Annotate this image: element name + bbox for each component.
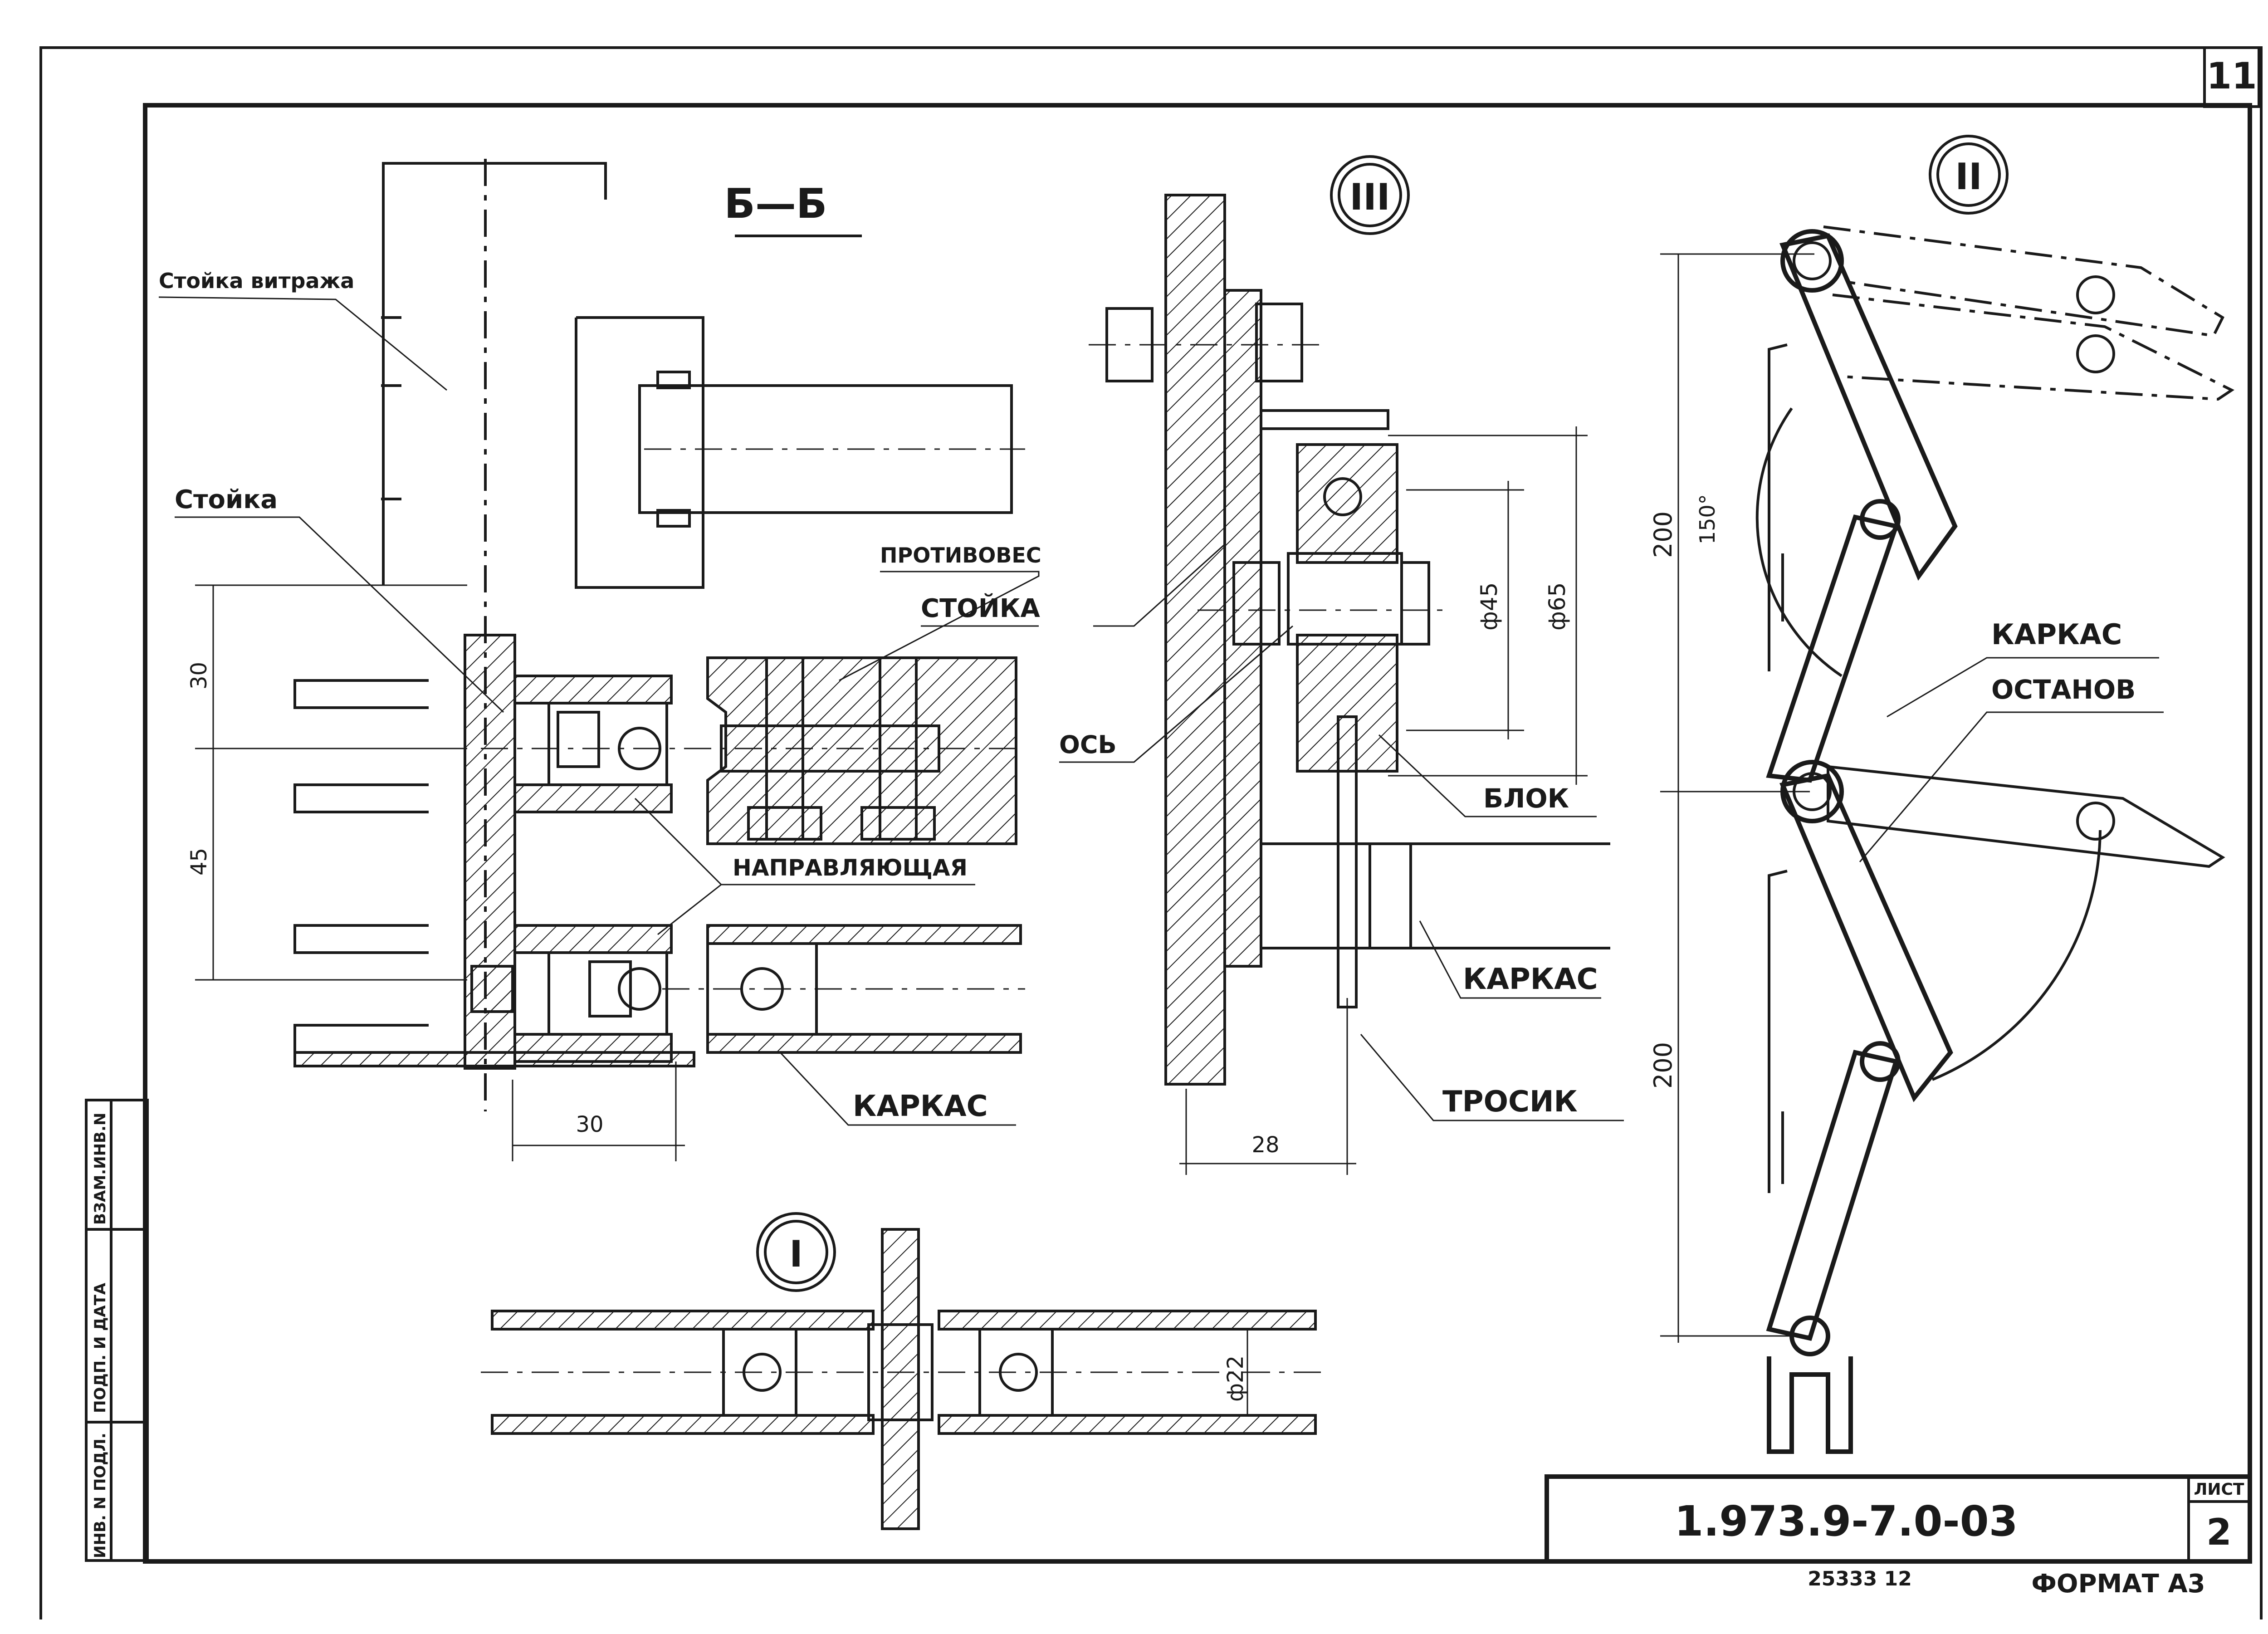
- label-protivoves: ПРОТИВОВЕС: [880, 543, 1041, 567]
- view-i-marker: I: [789, 1233, 803, 1275]
- view-iii-marker-outer: [1330, 155, 1410, 235]
- dim-angle-150: 150°: [1695, 494, 1720, 544]
- stamp-code: 1.973.9-7.0-03: [1674, 1497, 2018, 1546]
- bb-dim-30-vertical: 30: [186, 662, 212, 690]
- view-ii: [1660, 135, 2234, 1454]
- dim-28: 28: [1251, 1132, 1279, 1158]
- label-stoika-right: СТОЙКА: [921, 593, 1041, 623]
- label-karkas-ii: КАРКАС: [1991, 618, 2122, 651]
- bb-dim-30-horizontal: 30: [576, 1112, 603, 1137]
- label-ostanov: ОСТАНОВ: [1991, 674, 2136, 705]
- stamp-vzam-inv: ВЗАМ.ИНВ.N: [91, 1113, 109, 1225]
- view-ii-marker-outer: [1929, 135, 2009, 215]
- view-i-marker-outer: [756, 1212, 836, 1292]
- label-stoika-left: Стойка: [175, 485, 278, 514]
- sheet-label: ЛИСТ: [2194, 1480, 2244, 1499]
- sheet-number: 2: [2206, 1511, 2232, 1553]
- label-trosik: ТРОСИК: [1442, 1085, 1578, 1119]
- view-iii-marker: III: [1349, 176, 1390, 218]
- view-iii: [1089, 155, 1610, 1175]
- stamp-podp-data: ПОДП. И ДАТА: [91, 1282, 109, 1413]
- label-blok: БЛОК: [1483, 783, 1569, 814]
- corner-number: 11: [2206, 55, 2257, 97]
- label-stoika-vitrazha: Стойка витража: [159, 269, 354, 293]
- view-bb-title: Б—Б: [724, 180, 827, 228]
- view-i: [481, 1212, 1325, 1530]
- bottom-code: 25333 12: [1808, 1567, 1912, 1590]
- view-bb: Б—Б: [195, 159, 1025, 1161]
- dim-200-bottom: 200: [1649, 1042, 1677, 1089]
- label-karkas-bb: КАРКАС: [853, 1090, 988, 1123]
- dim-200-top: 200: [1649, 511, 1677, 558]
- view-ii-marker: II: [1955, 156, 1982, 198]
- dim-phi65: ф65: [1544, 582, 1570, 631]
- label-os: ОСЬ: [1059, 730, 1117, 759]
- corner-number-box: [2203, 46, 2260, 108]
- sheet-frame: [39, 46, 2263, 1619]
- dim-phi22: ф22: [1223, 1355, 1248, 1402]
- format-label: ФОРМАТ А3: [2031, 1569, 2205, 1599]
- dim-phi45: ф45: [1476, 582, 1502, 631]
- title-stamp: [1545, 1474, 2252, 1564]
- bb-dim-45-vertical: 45: [186, 848, 212, 876]
- stamp-inv-podl: ИНВ. N ПОДЛ.: [91, 1433, 109, 1558]
- side-stamp: [85, 1099, 149, 1562]
- label-napravlyayushchaya: НАПРАВЛЯЮЩАЯ: [733, 855, 968, 881]
- label-karkas-iii: КАРКАС: [1463, 963, 1598, 996]
